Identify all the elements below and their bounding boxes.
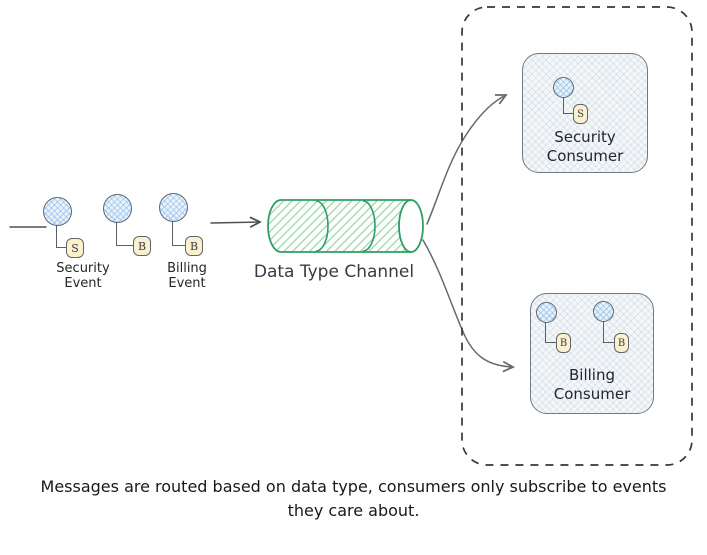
connector-elbow <box>116 222 134 246</box>
connector-elbow <box>563 97 573 114</box>
message-circle-icon <box>593 301 614 322</box>
message-circle-icon <box>103 194 132 223</box>
billing-consumer-badge: B <box>614 333 629 353</box>
channel-to-security-consumer-arrow <box>426 94 508 225</box>
billing-event-badge: B <box>185 236 203 256</box>
message-circle-icon <box>43 197 72 226</box>
message-circle-icon <box>536 302 557 323</box>
diagram-caption: Messages are routed based on data type, … <box>40 477 667 520</box>
billing-consumer-badge: B <box>556 333 571 353</box>
connector-elbow <box>545 322 556 343</box>
security-event-badge: S <box>66 238 84 258</box>
connector-elbow <box>172 221 186 246</box>
billing-event-label: Billing Event <box>167 261 207 291</box>
connector-elbow <box>56 225 67 248</box>
producers-to-channel-arrow <box>210 216 262 228</box>
security-consumer-card: S Security Consumer <box>522 53 648 173</box>
billing-consumer-title: Billing Consumer <box>553 366 631 403</box>
billing-event-badge: B <box>133 236 151 256</box>
message-circle-icon <box>159 193 188 222</box>
channel-label: Data Type Channel <box>253 262 415 282</box>
billing-consumer-card: B B Billing Consumer <box>530 293 654 414</box>
security-event-label: Security Event <box>56 261 110 291</box>
channel-cylinder-icon <box>267 199 424 253</box>
channel-to-billing-consumer-arrow <box>422 239 515 373</box>
security-consumer-title: Security Consumer <box>546 128 624 165</box>
connector-elbow <box>603 321 614 343</box>
message-circle-icon <box>553 77 574 98</box>
security-consumer-badge: S <box>573 104 588 124</box>
